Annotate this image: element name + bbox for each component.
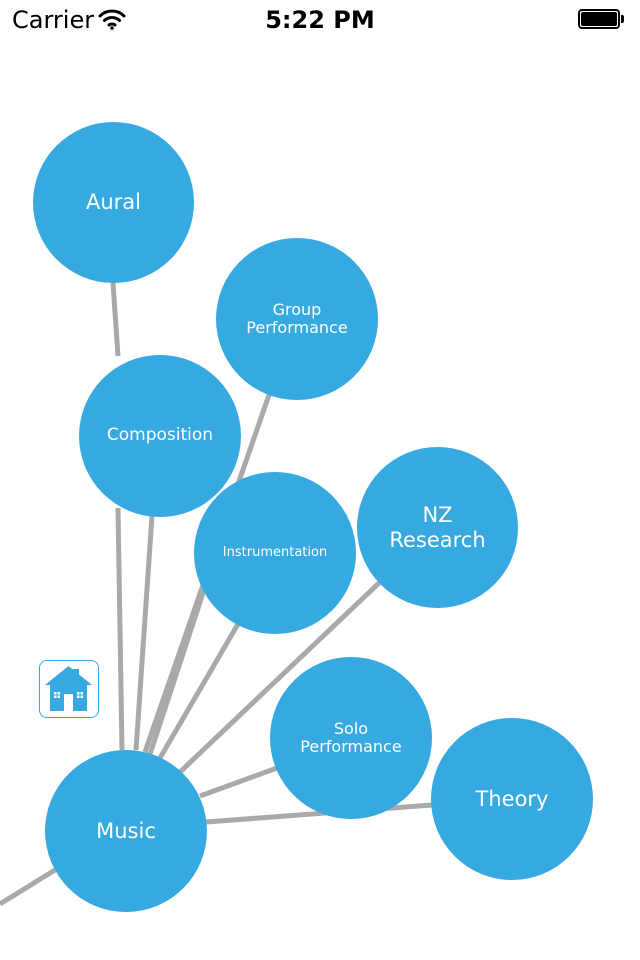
wifi-icon <box>98 8 126 34</box>
link-music-instrumentation-a <box>147 589 207 755</box>
node-label: NZ Research <box>389 503 486 552</box>
status-bar: Carrier 5:22 PM <box>0 0 640 40</box>
node-label: Instrumentation <box>222 544 328 560</box>
link-aural-composition <box>110 282 121 357</box>
battery-icon <box>578 9 624 29</box>
node-nz-research[interactable]: NZ Research <box>357 447 518 608</box>
link-music-theory <box>205 802 433 825</box>
home-icon <box>45 666 92 711</box>
node-aural[interactable]: Aural <box>33 122 194 283</box>
node-solo-performance[interactable]: Solo Performance <box>270 657 432 819</box>
node-label: Composition <box>106 425 214 446</box>
node-instrumentation[interactable]: Instrumentation <box>194 472 356 634</box>
link-music-instrumentation-b <box>157 622 241 760</box>
home-button[interactable] <box>39 660 99 718</box>
link-music-solo-performance <box>199 765 278 799</box>
link-music-composition-b <box>133 515 155 751</box>
node-label: Solo Performance <box>300 718 402 756</box>
link-music-offscreen <box>0 867 57 907</box>
node-label: Aural <box>85 190 141 215</box>
link-music-composition-a <box>115 507 125 751</box>
node-composition[interactable]: Composition <box>79 355 241 517</box>
link-music-nz-research <box>178 580 382 774</box>
node-theory[interactable]: Theory <box>431 718 593 880</box>
carrier-label: Carrier <box>12 6 95 34</box>
node-group-performance[interactable]: Group Performance <box>216 238 378 400</box>
node-label: Theory <box>475 786 549 811</box>
node-label: Music <box>96 818 156 843</box>
node-music[interactable]: Music <box>45 750 207 912</box>
node-label: Group Performance <box>246 299 348 337</box>
clock: 5:22 PM <box>265 6 375 34</box>
